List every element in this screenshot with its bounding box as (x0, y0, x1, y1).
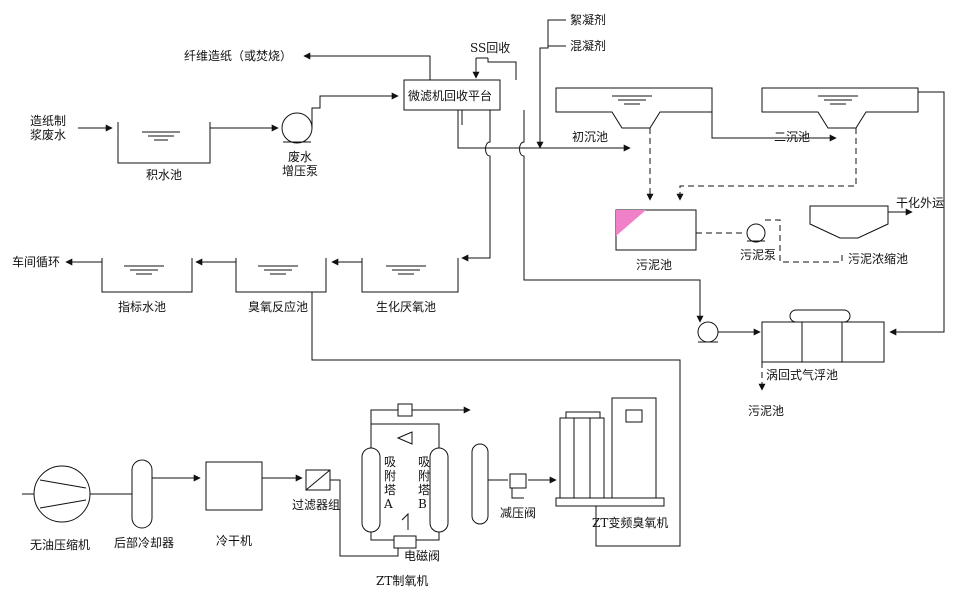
booster-pump-label: 废水 增压泵 (282, 150, 319, 178)
adsorber-a-label: 吸 附 塔 A (384, 455, 397, 511)
dryer-box (205, 461, 263, 511)
pressure-reducer-label: 减压阀 (500, 506, 537, 520)
ozone-generator-label: ZT变频臭氧机 (592, 516, 669, 530)
solenoid-valve-shape (393, 535, 417, 549)
filter-group-label: 过滤器组 (292, 498, 341, 512)
sludge-marker (616, 210, 646, 236)
indicator-tank-label: 指标水池 (118, 300, 167, 314)
adsorber-a-shape (361, 447, 381, 533)
microfilter-platform-box (403, 79, 501, 111)
primary-settling-shape (555, 87, 713, 129)
ozone-reactor-label: 臭氧反应池 (248, 300, 309, 314)
pressure-reducer-shape (509, 473, 527, 489)
solenoid-valve-label: 电磁阀 (404, 549, 441, 563)
adsorber-b-label: 吸 附 塔 B (418, 455, 431, 511)
flotation-pump-icon (697, 321, 719, 343)
compressor-icon (33, 465, 91, 523)
collection-tank-label: 积水池 (146, 168, 183, 182)
sludge-thickener-shape (809, 205, 889, 239)
vortex-flotation-box (761, 321, 885, 363)
collection-tank-shape (117, 122, 211, 164)
dryer-label: 冷干机 (216, 534, 253, 548)
fiber-paper-label: 纤维造纸（或焚烧） (184, 49, 293, 63)
sludge-pump-label: 污泥泵 (740, 248, 777, 262)
buffer-tank-shape (471, 443, 489, 525)
coagulant-label: 混凝剂 (570, 39, 607, 53)
aftercooler-shape (131, 459, 153, 529)
oxygen-generator-label: ZT制氧机 (376, 574, 429, 588)
ss-recovery-label: SS回收 (470, 41, 511, 55)
adsorber-b-shape (429, 447, 449, 533)
dry-transport-label: 干化外运 (896, 196, 945, 210)
vortex-flotation-label: 涡回式气浮池 (766, 368, 839, 382)
anaerobic-tank-label: 生化厌氧池 (376, 300, 437, 314)
secondary-settling-label: 二沉池 (774, 130, 811, 144)
aftercooler-label: 后部冷却器 (114, 536, 175, 550)
water-level-icon (142, 131, 180, 141)
secondary-settling-shape (761, 87, 919, 129)
compressor-label: 无油压缩机 (30, 538, 91, 552)
microfilter-platform-label: 微滤机回收平台 (408, 89, 493, 103)
flocculant-label: 絮凝剂 (570, 13, 607, 27)
sludge-tank-label: 污泥池 (636, 258, 673, 272)
paper-wastewater-label: 造纸制 浆废水 (30, 114, 67, 142)
sludge-tank-2-label: 污泥池 (748, 404, 785, 418)
workshop-recycle-label: 车间循环 (12, 255, 61, 269)
primary-settling-label: 初沉池 (572, 130, 609, 144)
booster-pump-icon (281, 92, 399, 144)
sludge-pump-icon (746, 223, 766, 243)
ozone-column (559, 417, 605, 501)
sludge-thickener-label: 污泥浓缩池 (848, 252, 909, 266)
